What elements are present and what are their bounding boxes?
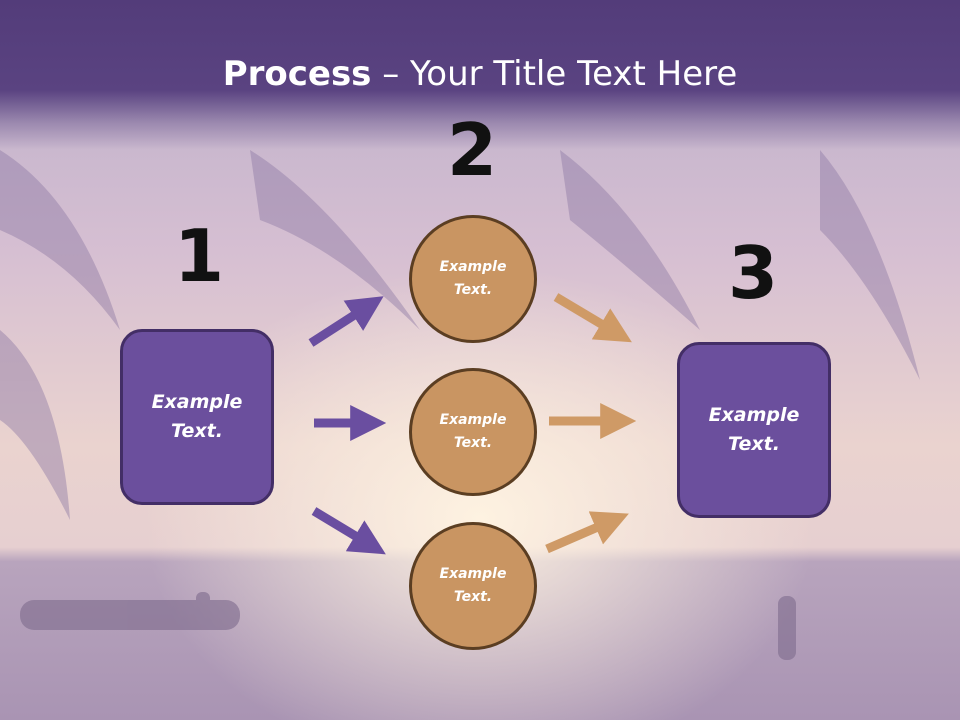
step-number-3: 3 [727, 231, 779, 315]
right-box-line1: Example [708, 404, 800, 426]
arrow-left-to-bottom [311, 507, 386, 555]
left-box-line2: Text. [171, 420, 223, 442]
circle-top-line2: Text. [453, 282, 493, 298]
circle-middle-line2: Text. [453, 435, 493, 451]
circle-bottom-line2: Text. [453, 589, 493, 605]
step-number-2: 2 [446, 108, 498, 192]
arrow-left-to-top [308, 296, 384, 347]
arrow-bottom-to-right [545, 511, 629, 554]
title-bold: Process [222, 54, 372, 94]
step-number-1: 1 [173, 214, 225, 298]
title-bar [0, 0, 960, 150]
circle-top-line1: Example [439, 259, 507, 275]
right-box-line2: Text. [728, 433, 780, 455]
left-box-line1: Example [151, 391, 243, 413]
circle-middle-line1: Example [439, 412, 507, 428]
title-rest: – Your Title Text Here [371, 54, 738, 94]
circle-bottom-line1: Example [439, 566, 507, 582]
arrow-top-to-right [553, 293, 632, 343]
slide-title: Process – Your Title Text Here [0, 52, 960, 96]
